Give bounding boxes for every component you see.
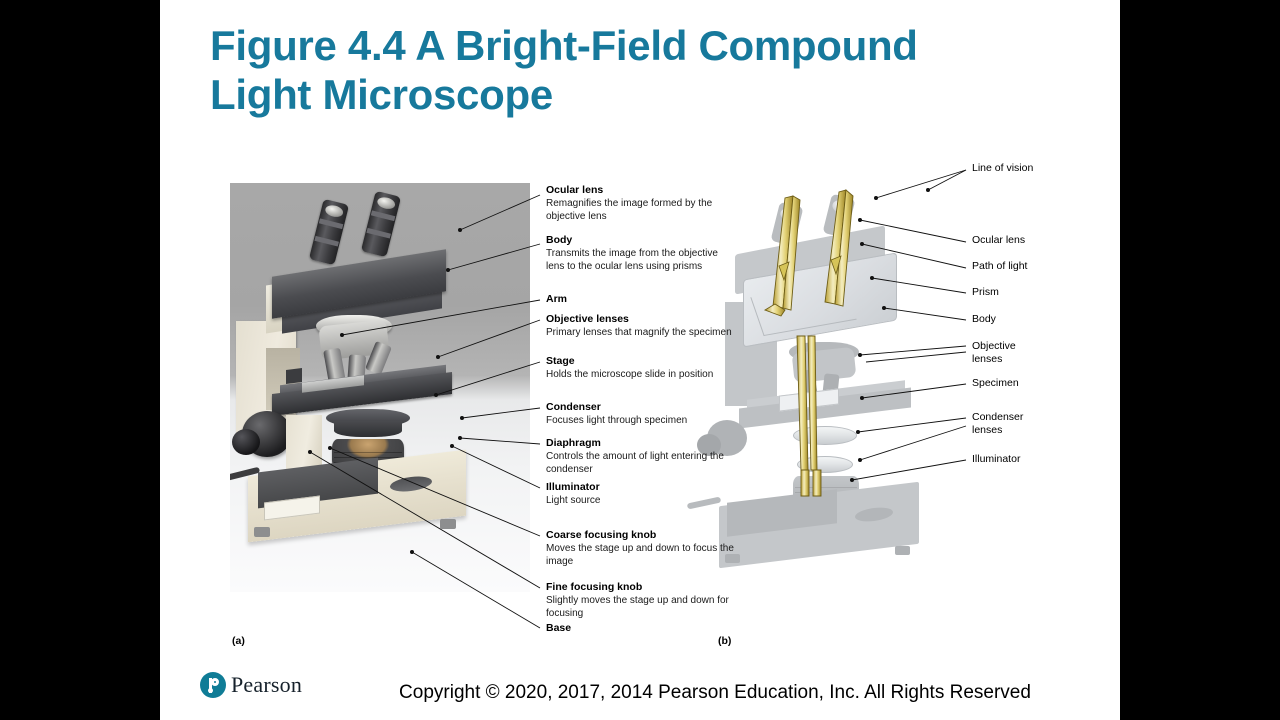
label-head: Illuminator (546, 481, 600, 493)
pearson-logo: Pearson (200, 672, 302, 698)
label-desc: Holds the microscope slide in position (546, 369, 714, 381)
label-head: Arm (546, 293, 568, 305)
label-condenser: Condenser Focuses light through specimen (546, 401, 736, 427)
ghost-base-foot (725, 554, 740, 563)
rlabel-illuminator: Illuminator (972, 453, 1021, 465)
photo-base-foot (254, 527, 270, 537)
rlabel-path-of-light: Path of light (972, 260, 1028, 272)
slide-content: Figure 4.4 A Bright-Field Compound Light… (160, 0, 1120, 720)
label-head: Diaphragm (546, 437, 601, 449)
label-desc: Primary lenses that magnify the specimen (546, 327, 732, 339)
leader-lines (308, 169, 967, 629)
label-ocular-lens: Ocular lens Remagnifies the image formed… (546, 184, 736, 223)
label-illuminator: Illuminator Light source (546, 481, 736, 507)
label-desc: Moves the stage up and down to focus the… (546, 543, 734, 568)
pearson-logo-text: Pearson (231, 672, 303, 697)
label-head: Condenser (546, 401, 601, 413)
label-desc: Light source (546, 495, 601, 507)
slide-footer: Pearson Copyright © 2020, 2017, 2014 Pea… (160, 660, 1120, 720)
label-head: Body (546, 234, 573, 246)
label-head: Base (546, 622, 572, 634)
label-head: Objective lenses (546, 313, 629, 325)
label-stage: Stage Holds the microscope slide in posi… (546, 355, 736, 381)
label-desc: Remagnifies the image formed by the obje… (546, 198, 713, 223)
label-desc: Focuses light through specimen (546, 415, 688, 427)
rlabel-objective-lenses: Objective lenses (972, 340, 1016, 366)
label-coarse-focusing-knob: Coarse focusing knob Moves the stage up … (546, 529, 736, 568)
ghost-base-foot (895, 546, 910, 555)
label-head: Ocular lens (546, 184, 604, 196)
letterbox-bar-right (1120, 0, 1280, 720)
figure-region: Ocular lens Remagnifies the image formed… (160, 150, 1120, 660)
label-diaphragm: Diaphragm Controls the amount of light e… (546, 437, 736, 476)
ghost-fine-focusing-knob (697, 434, 721, 456)
label-arm: Arm (546, 293, 736, 306)
label-fine-focusing-knob: Fine focusing knob Slightly moves the st… (546, 581, 736, 620)
microscope-photograph (230, 183, 530, 592)
photo-fine-focusing-knob (232, 429, 260, 455)
label-base: Base (546, 622, 736, 635)
page-title-line-1: Figure 4.4 A Bright-Field Compound (210, 22, 918, 69)
label-desc: Transmits the image from the objective l… (546, 248, 718, 273)
copyright-notice: Copyright © 2020, 2017, 2014 Pearson Edu… (399, 682, 1031, 703)
light-path-diagram (686, 170, 935, 600)
rlabel-line-of-vision: Line of vision (972, 162, 1034, 174)
letterbox-bar-left (0, 0, 160, 720)
subcaption-b: (b) (718, 635, 732, 647)
rlabel-prism: Prism (972, 286, 999, 298)
label-desc: Controls the amount of light entering th… (546, 451, 724, 476)
rlabel-specimen: Specimen (972, 377, 1019, 389)
rlabel-condenser-lenses: Condenser lenses (972, 411, 1024, 437)
label-body: Body Transmits the image from the object… (546, 234, 736, 273)
label-objective-lenses: Objective lenses Primary lenses that mag… (546, 313, 736, 339)
pearson-logo-icon (200, 672, 226, 698)
rlabel-body: Body (972, 313, 996, 325)
ghost-condenser-lens-upper (793, 426, 857, 445)
label-head: Stage (546, 355, 575, 367)
rlabel-ocular-lens: Ocular lens (972, 234, 1026, 246)
label-desc: Slightly moves the stage up and down for… (546, 595, 729, 620)
page-title-line-2: Light Microscope (210, 70, 553, 118)
label-head: Coarse focusing knob (546, 529, 657, 541)
light-path-beams (763, 189, 854, 497)
label-head: Fine focusing knob (546, 581, 643, 593)
subcaption-a: (a) (232, 635, 245, 647)
page-title: Figure 4.4 A Bright-Field Compound Light… (210, 22, 1040, 119)
photo-base-foot (440, 519, 456, 529)
photo-diaphragm (334, 421, 402, 437)
